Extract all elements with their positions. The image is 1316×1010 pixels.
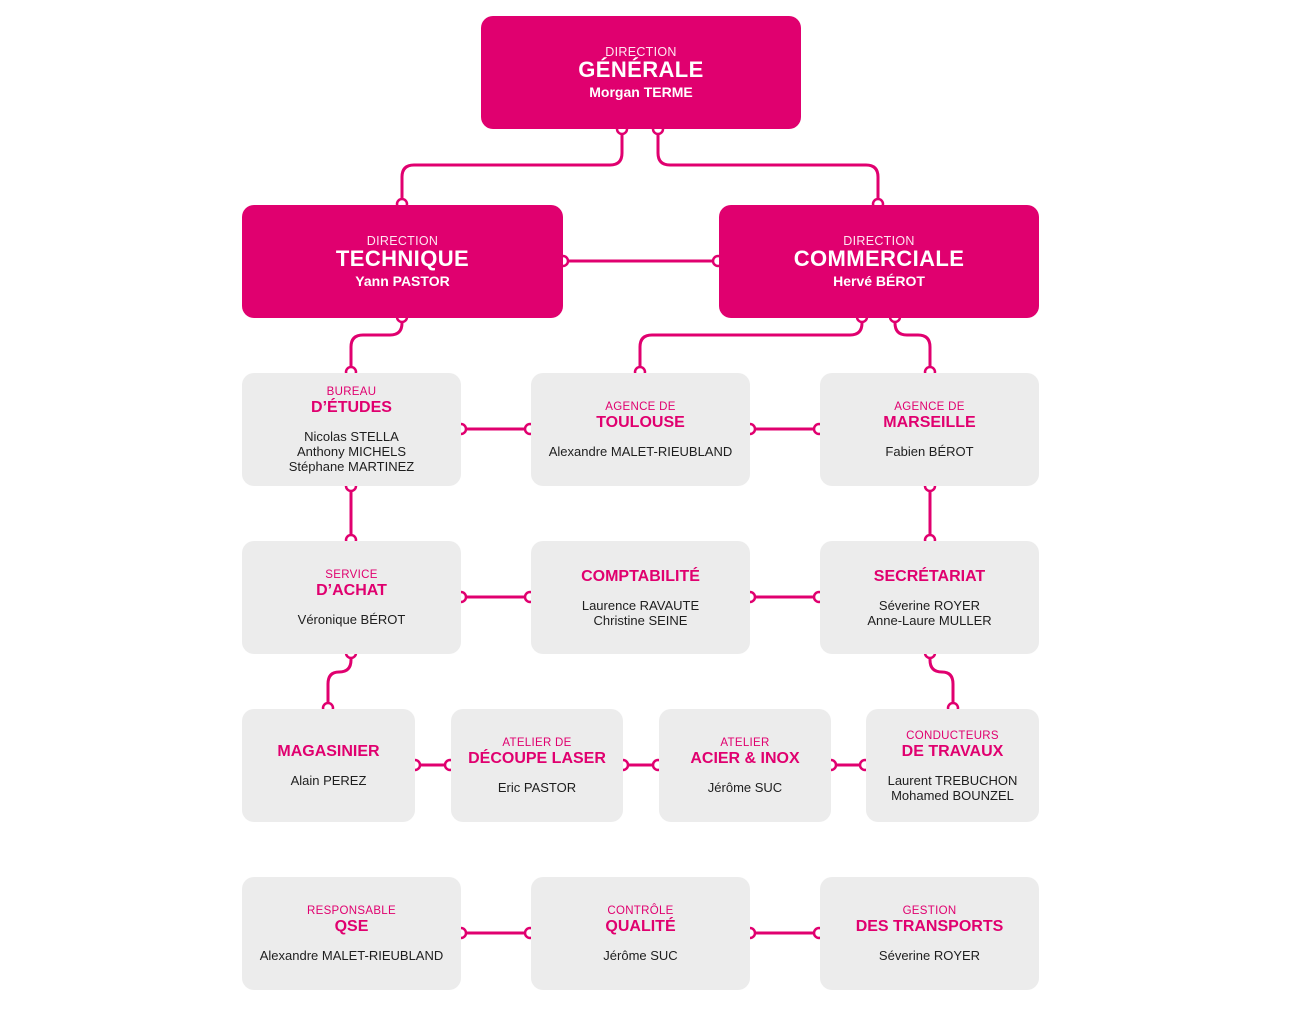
node-direction-technique: DIRECTION TECHNIQUE Yann PASTOR: [242, 205, 563, 318]
node-people: Jérôme SUC: [603, 948, 677, 963]
person-name: Eric PASTOR: [497, 780, 577, 795]
person-name: Anne-Laure MULLER: [867, 612, 992, 628]
person-name: Stéphane MARTINEZ: [288, 459, 415, 474]
person-name: Hervé BÉROT: [833, 273, 925, 289]
node-people: Laurence RAVAUTE Christine SEINE: [582, 598, 699, 628]
node-people: Alain PEREZ: [291, 773, 367, 788]
node-people: Séverine ROYER: [879, 948, 980, 963]
node-people: Eric PASTOR: [498, 780, 576, 795]
person-name: Fabien BÉROT: [885, 444, 974, 459]
node-gestion-transports: GESTION DES TRANSPORTS Séverine ROYER: [820, 877, 1039, 990]
connector-line: [400, 129, 624, 204]
node-secretariat: SECRÉTARIAT Séverine ROYER Anne-Laure MU…: [820, 541, 1039, 654]
person-name: Alexandre MALET-RIEUBLAND: [259, 948, 444, 963]
node-small-label: DIRECTION: [843, 234, 915, 248]
node-title: COMMERCIALE: [793, 246, 965, 271]
node-title: TOULOUSE: [596, 414, 685, 431]
node-small-label: DIRECTION: [605, 45, 677, 59]
node-title: DE TRAVAUX: [901, 742, 1004, 760]
node-people: Yann PASTOR: [355, 274, 449, 289]
person-name: Christine SEINE: [593, 612, 688, 628]
node-small-label: CONTRÔLE: [607, 905, 674, 917]
node-title: DÉCOUPE LASER: [468, 750, 606, 767]
person-name: Nicolas STELLA: [304, 429, 399, 444]
node-small-label: BUREAU: [326, 386, 377, 398]
node-title: D’ACHAT: [316, 582, 387, 599]
node-people: Morgan TERME: [589, 85, 692, 100]
person-name: Mohamed BOUNZEL: [891, 787, 1014, 803]
node-small-label: CONDUCTEURS: [906, 729, 999, 742]
node-controle-qualite: CONTRÔLE QUALITÉ Jérôme SUC: [531, 877, 750, 990]
node-people: Jérôme SUC: [708, 780, 782, 795]
node-people: Fabien BÉROT: [885, 444, 973, 459]
node-small-label: ATELIER: [720, 737, 770, 749]
node-comptabilite: COMPTABILITÉ Laurence RAVAUTE Christine …: [531, 541, 750, 654]
node-title: ACIER & INOX: [690, 750, 800, 767]
node-service-achat: SERVICE D’ACHAT Véronique BÉROT: [242, 541, 461, 654]
person-name: Laurence RAVAUTE: [581, 597, 700, 613]
node-direction-commerciale: DIRECTION COMMERCIALE Hervé BÉROT: [719, 205, 1039, 318]
person-name: Jérôme SUC: [707, 780, 783, 795]
person-name: Laurent TREBUCHON: [887, 772, 1018, 788]
connector-line: [928, 653, 955, 708]
node-agence-marseille: AGENCE DE MARSEILLE Fabien BÉROT: [820, 373, 1039, 486]
node-title: D’ÉTUDES: [311, 399, 392, 416]
node-small-label: AGENCE DE: [605, 401, 676, 413]
node-decoupe-laser: ATELIER DE DÉCOUPE LASER Eric PASTOR: [451, 709, 623, 822]
node-small-label: GESTION: [902, 905, 957, 917]
node-people: Nicolas STELLA Anthony MICHELS Stéphane …: [289, 429, 414, 474]
node-bureau-etudes: BUREAU D’ÉTUDES Nicolas STELLA Anthony M…: [242, 373, 461, 486]
node-title: MAGASINIER: [277, 743, 380, 760]
node-title: DES TRANSPORTS: [855, 918, 1004, 935]
person-name: Séverine ROYER: [878, 948, 981, 963]
connector-line: [656, 129, 880, 204]
node-people: Laurent TREBUCHON Mohamed BOUNZEL: [888, 773, 1018, 803]
node-people: Alexandre MALET-RIEUBLAND: [549, 444, 733, 459]
person-name: Séverine ROYER: [878, 597, 981, 613]
node-title: MARSEILLE: [883, 414, 976, 431]
connector-line: [893, 317, 932, 372]
node-magasinier: MAGASINIER Alain PEREZ: [242, 709, 415, 822]
node-small-label: RESPONSABLE: [307, 905, 396, 917]
node-title: GÉNÉRALE: [578, 57, 704, 82]
node-small-label: DIRECTION: [366, 234, 439, 248]
node-people: Véronique BÉROT: [298, 612, 406, 627]
node-acier-inox: ATELIER ACIER & INOX Jérôme SUC: [659, 709, 831, 822]
node-people: Hervé BÉROT: [833, 274, 925, 289]
node-small-label: AGENCE DE: [894, 401, 965, 413]
node-title: COMPTABILITÉ: [581, 567, 700, 585]
node-people: Séverine ROYER Anne-Laure MULLER: [867, 598, 991, 628]
node-title: TECHNIQUE: [335, 246, 470, 271]
node-direction-generale: DIRECTION GÉNÉRALE Morgan TERME: [481, 16, 801, 129]
connector-line: [638, 317, 864, 372]
connector-line: [326, 653, 353, 708]
node-title: QUALITÉ: [605, 918, 676, 935]
person-name: Alexandre MALET-RIEUBLAND: [548, 444, 733, 459]
person-name: Yann PASTOR: [355, 273, 450, 289]
node-people: Alexandre MALET-RIEUBLAND: [260, 948, 444, 963]
node-title: SECRÉTARIAT: [873, 567, 986, 585]
node-small-label: ATELIER DE: [502, 737, 572, 749]
person-name: Anthony MICHELS: [296, 444, 407, 459]
connector-line: [349, 317, 404, 372]
node-conducteurs-travaux: CONDUCTEURS DE TRAVAUX Laurent TREBUCHON…: [866, 709, 1039, 822]
node-agence-toulouse: AGENCE DE TOULOUSE Alexandre MALET-RIEUB…: [531, 373, 750, 486]
node-small-label: SERVICE: [325, 569, 378, 581]
person-name: Alain PEREZ: [290, 773, 367, 788]
person-name: Morgan TERME: [589, 84, 693, 100]
person-name: Véronique BÉROT: [297, 612, 406, 627]
node-responsable-qse: RESPONSABLE QSE Alexandre MALET-RIEUBLAN…: [242, 877, 461, 990]
person-name: Jérôme SUC: [603, 948, 678, 963]
node-title: QSE: [334, 918, 369, 935]
